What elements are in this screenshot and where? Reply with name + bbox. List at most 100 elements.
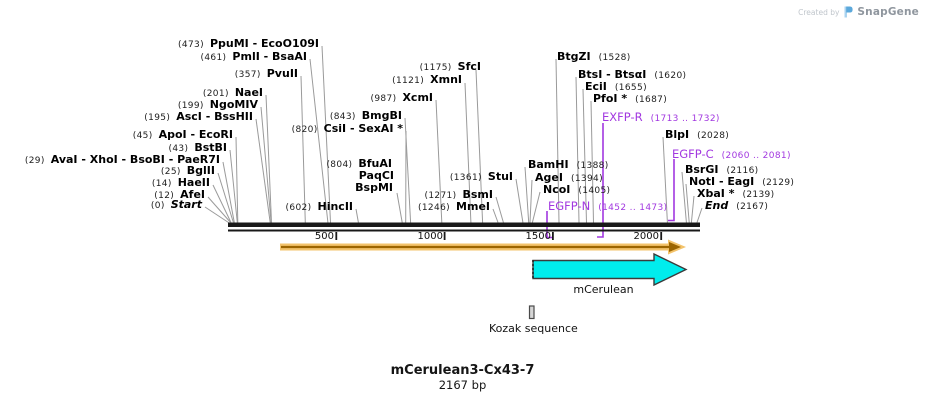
enzyme-label[interactable]: (1175)SfcI bbox=[420, 59, 481, 74]
enzyme-label[interactable]: NcoI (1405) bbox=[543, 182, 610, 197]
kozak-marker[interactable] bbox=[528, 305, 535, 320]
enzyme-label[interactable]: (820)CsiI - SexAI * bbox=[292, 121, 403, 136]
enzyme-label[interactable]: (473) PpuMI - EcoO109I bbox=[178, 36, 319, 51]
kozak-sequence-label: Kozak sequence bbox=[489, 322, 578, 335]
enzyme-position: (1687) bbox=[635, 95, 668, 105]
enzyme-name: PfoI * bbox=[593, 92, 628, 105]
enzyme-position: (820) bbox=[291, 125, 318, 135]
enzyme-position: (1121) bbox=[392, 76, 425, 86]
primer-name: EGFP-N bbox=[548, 199, 591, 213]
enzyme-name: NgoMIV bbox=[209, 98, 258, 111]
enzyme-name: BglII bbox=[186, 164, 215, 177]
enzyme-label[interactable]: (25) BglII bbox=[161, 163, 215, 178]
enzyme-position: (473) bbox=[178, 40, 204, 50]
enzyme-label[interactable]: BspMI bbox=[355, 180, 393, 194]
enzyme-label[interactable]: AgeI(1394) bbox=[535, 170, 603, 185]
orange-arrow-feature[interactable] bbox=[280, 239, 686, 255]
enzyme-position: (1271) bbox=[424, 191, 457, 201]
mcerulean-feature-label: mCerulean bbox=[573, 283, 634, 296]
start-label[interactable]: (0)Start bbox=[151, 197, 202, 212]
enzyme-label[interactable]: (987)XcmI bbox=[370, 90, 433, 105]
primer-bracket-egfp-n[interactable] bbox=[546, 211, 553, 239]
enzyme-label[interactable]: (195)AscI - BssHII bbox=[144, 109, 253, 124]
enzyme-label[interactable]: (1246) MmeI bbox=[418, 199, 490, 214]
primer-name: EGFP-C bbox=[672, 147, 714, 161]
enzyme-label[interactable]: (461)PmlI - BsaAI bbox=[200, 49, 307, 64]
enzyme-name: AfeI bbox=[180, 188, 205, 201]
enzyme-position: (1361) bbox=[449, 173, 482, 183]
enzyme-name: BsrGI bbox=[685, 163, 719, 176]
enzyme-label[interactable]: (14)HaeII bbox=[152, 175, 210, 190]
enzyme-name: PpuMI - EcoO109I bbox=[209, 37, 319, 50]
enzyme-position: (2129) bbox=[762, 178, 795, 188]
mcerulean-arrow-feature[interactable] bbox=[532, 252, 688, 287]
enzyme-name: PvuII bbox=[266, 67, 298, 80]
end-label[interactable]: End(2167) bbox=[705, 198, 768, 213]
enzyme-label[interactable]: (1271)BsmI bbox=[424, 187, 493, 202]
enzyme-label[interactable]: (602)HincII bbox=[286, 199, 353, 214]
enzyme-position: (1405) bbox=[578, 186, 611, 196]
enzyme-name: ApoI - EcoRI bbox=[158, 128, 233, 141]
primer-range: (1713 .. 1732) bbox=[650, 114, 720, 124]
leader-lines bbox=[204, 45, 703, 223]
enzyme-name: BmgBI bbox=[361, 109, 402, 122]
enzyme-position: (195) bbox=[144, 113, 171, 123]
enzyme-position: (461) bbox=[200, 53, 227, 63]
ruler-tick-2000: 2000 bbox=[633, 231, 659, 242]
enzyme-position: (43) bbox=[168, 144, 189, 154]
enzyme-position: (987) bbox=[370, 94, 397, 104]
enzyme-label[interactable]: (43) BstBI bbox=[168, 140, 227, 155]
enzyme-label[interactable]: (29)AvaI - XhoI - BsoBI - PaeR7I bbox=[25, 152, 220, 167]
enzyme-label[interactable]: BamHI(1388) bbox=[528, 157, 609, 172]
created-by-text: Created by bbox=[798, 7, 840, 17]
enzyme-label[interactable]: (1121)XmnI bbox=[392, 72, 462, 87]
primer-range: (2060 .. 2081) bbox=[721, 151, 791, 161]
enzyme-label[interactable]: NotI - EagI (2129) bbox=[689, 174, 794, 189]
enzyme-label[interactable]: BsrGI(2116) bbox=[685, 162, 759, 177]
enzyme-name: BstBI bbox=[194, 141, 227, 154]
enzyme-label[interactable]: PfoI * (1687) bbox=[593, 91, 667, 106]
enzyme-label[interactable]: EciI (1655) bbox=[585, 79, 647, 94]
enzyme-label[interactable]: XbaI *(2139) bbox=[697, 186, 774, 201]
enzyme-label[interactable]: (1361)StuI bbox=[450, 169, 513, 184]
enzyme-label[interactable]: (843) BmgBI bbox=[330, 108, 402, 123]
enzyme-position: (25) bbox=[160, 167, 181, 177]
map-title-block: mCerulean3-Cx43-7 2167 bp bbox=[0, 363, 925, 392]
snapgene-brand-text: SnapGene bbox=[857, 6, 919, 18]
enzyme-name: MmeI bbox=[456, 200, 490, 213]
enzyme-name: NaeI bbox=[234, 86, 263, 99]
enzyme-label[interactable]: (804)BfuAI bbox=[326, 156, 392, 171]
enzyme-position: (843) bbox=[329, 112, 356, 122]
enzyme-label[interactable]: (357)PvuII bbox=[235, 66, 298, 81]
enzyme-position: (1246) bbox=[418, 203, 451, 213]
sequence-ruler-bar bbox=[228, 222, 700, 232]
enzyme-name: NcoI bbox=[543, 183, 571, 196]
enzyme-position: (12) bbox=[154, 191, 175, 201]
enzyme-label[interactable]: (201) NaeI bbox=[203, 85, 263, 100]
enzyme-position: (201) bbox=[202, 89, 229, 99]
enzyme-label[interactable]: (199)NgoMIV bbox=[178, 97, 258, 112]
enzyme-name: NotI - EagI bbox=[689, 175, 755, 188]
enzyme-name: AgeI bbox=[535, 171, 563, 184]
primer-bracket-exfp-r[interactable] bbox=[597, 123, 604, 238]
enzyme-name: XbaI * bbox=[697, 187, 735, 200]
enzyme-name: BfuAI bbox=[358, 157, 392, 170]
enzyme-label[interactable]: (12) AfeI bbox=[154, 187, 205, 202]
primer-label-egfp-c[interactable]: EGFP-C (2060 .. 2081) bbox=[672, 147, 791, 162]
enzyme-label[interactable]: PaqCI bbox=[359, 168, 394, 182]
enzyme-position: (602) bbox=[285, 203, 312, 213]
enzyme-position: (14) bbox=[151, 179, 172, 189]
enzyme-name: EciI bbox=[585, 80, 607, 93]
enzyme-label[interactable]: BtsI - BtsαI(1620) bbox=[578, 67, 686, 82]
primer-label-exfp-r[interactable]: EXFP-R (1713 .. 1732) bbox=[602, 110, 720, 125]
primer-label-egfp-n[interactable]: EGFP-N(1452 .. 1473) bbox=[548, 199, 667, 214]
enzyme-label[interactable]: BtgZI(1528) bbox=[557, 49, 631, 64]
ruler-tick-1500: 1500 bbox=[525, 231, 551, 242]
primer-name: EXFP-R bbox=[602, 110, 643, 124]
enzyme-label[interactable]: (45)ApoI - EcoRI bbox=[133, 127, 233, 142]
enzyme-position: (1655) bbox=[614, 83, 647, 93]
primer-bracket-egfp-c[interactable] bbox=[668, 159, 675, 222]
enzyme-label[interactable]: BlpI(2028) bbox=[665, 127, 729, 142]
